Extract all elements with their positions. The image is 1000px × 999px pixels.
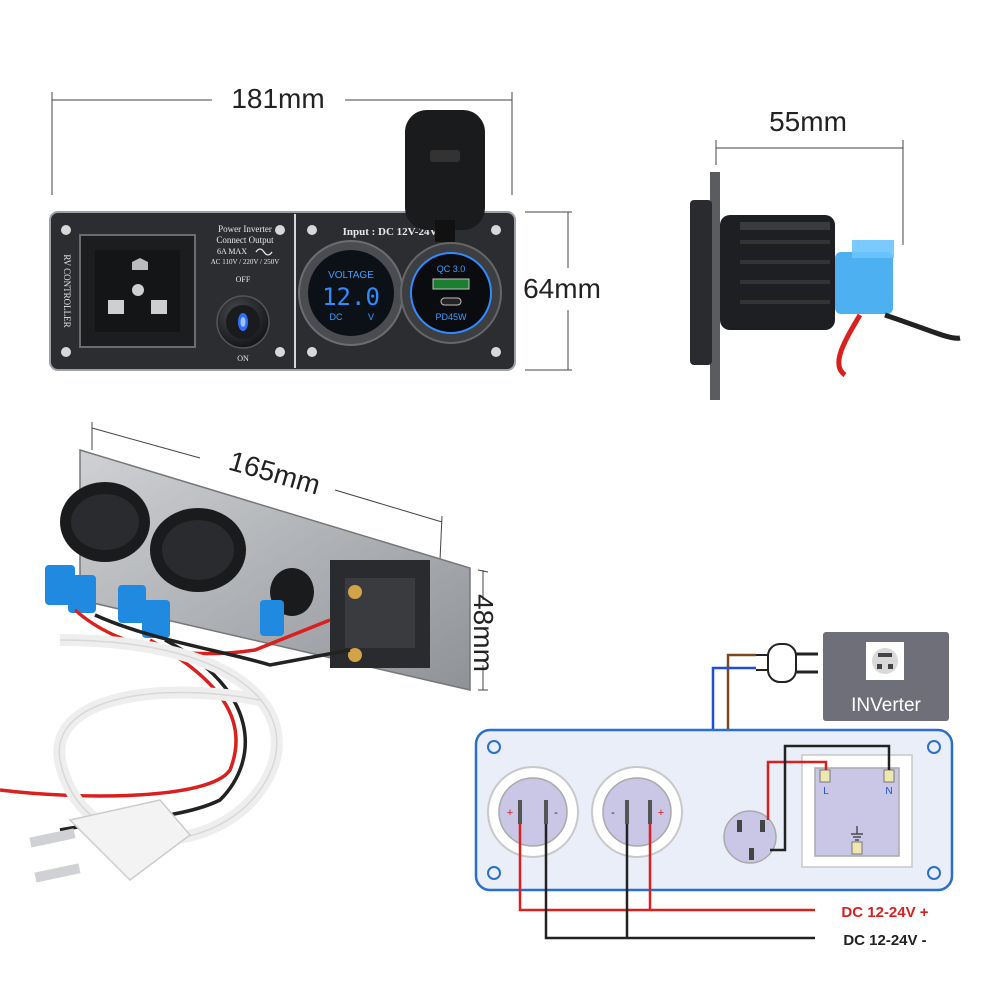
socket1-minus: - (554, 807, 558, 819)
voltmeter-value: 12.0 (322, 283, 380, 311)
back-width-label: 165mm (225, 445, 323, 501)
ground-icon (851, 826, 863, 841)
inverter-amp: 6A MAX (217, 247, 247, 256)
usb-a-port[interactable] (432, 278, 470, 290)
usb-charger[interactable]: QC 3.0 PD45W (400, 110, 502, 344)
inverter-label: INVerter (851, 695, 921, 716)
usb-pd-label: PD45W (435, 312, 467, 322)
universal-socket (79, 234, 196, 348)
socket2-plus: + (658, 807, 664, 819)
front-panel: RV CONTROLLER Power Inverter Connect Out… (49, 110, 516, 371)
usb-qc-label: QC 3.0 (437, 264, 466, 274)
ac-wave-icon (255, 248, 273, 256)
socket2-minus: - (611, 807, 615, 819)
outlet-N: N (885, 786, 892, 797)
dc-minus-label: DC 12-24V - (843, 932, 926, 949)
blue-connector (835, 252, 893, 314)
switch-on-label: ON (237, 354, 249, 363)
diagram-plug-icon (756, 643, 818, 683)
back-height-label: 48mm (468, 594, 499, 672)
input-label: Input : DC 12V-24V (343, 226, 438, 238)
switch-off-label: OFF (236, 275, 251, 284)
voltmeter-v: V (368, 312, 374, 322)
voltmeter: VOLTAGE 12.0 DC V (298, 240, 404, 346)
depth-label: 55mm (769, 106, 847, 137)
side-view (690, 172, 961, 400)
dimension-height: 64mm (523, 211, 601, 371)
inverter-title: Power Inverter (218, 224, 272, 234)
voltmeter-dc: DC (330, 312, 343, 322)
inverter-ac: AC 110V / 220V / 250V (211, 258, 280, 266)
wiring-diagram: INVerter + - - + (474, 632, 954, 949)
voltmeter-title: VOLTAGE (328, 270, 374, 281)
dimension-width: 181mm (51, 83, 513, 195)
usb-c-port[interactable] (440, 297, 462, 306)
dimension-back-height: 48mm (468, 569, 499, 691)
back-view (0, 448, 471, 883)
rocker-switch[interactable] (216, 295, 270, 349)
inverter-sub: Connect Output (216, 235, 274, 245)
height-label: 64mm (523, 273, 601, 304)
width-label: 181mm (231, 83, 324, 114)
outlet-L: L (823, 786, 829, 797)
dimension-depth: 55mm (715, 106, 904, 245)
socket1-plus: + (507, 807, 513, 819)
plug-icon (29, 799, 192, 883)
dc-plus-label: DC 12-24V + (841, 904, 928, 921)
side-label: RV CONTROLLER (62, 254, 72, 327)
